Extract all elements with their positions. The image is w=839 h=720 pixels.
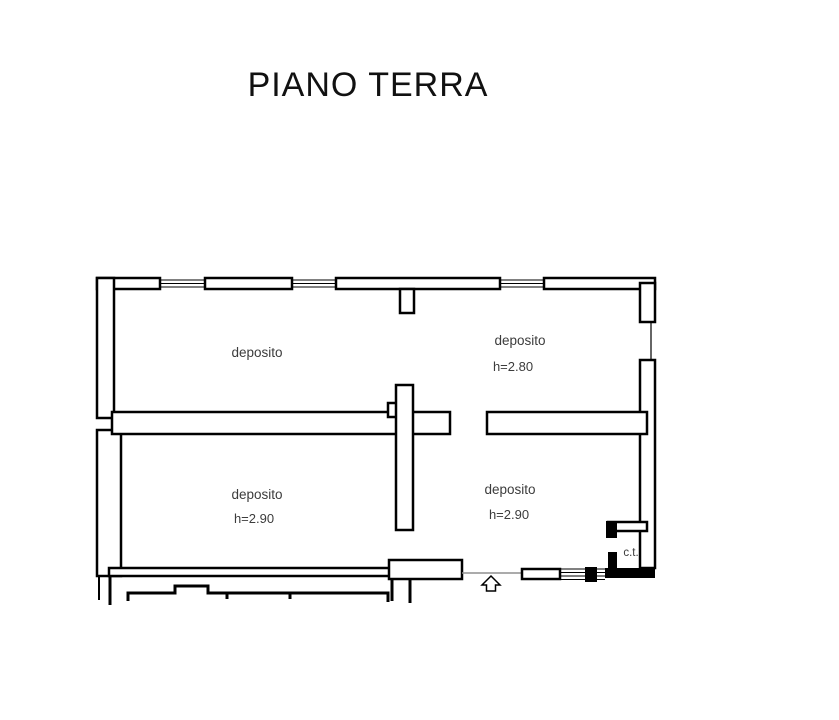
top-wall-segment-b [334, 276, 502, 291]
ct-door-jamb-block [606, 521, 617, 538]
top-wall-segment-a [203, 276, 294, 291]
room-height-upper-right: h=2.80 [493, 359, 533, 374]
room-height-lower-left: h=2.90 [234, 511, 274, 526]
ct-left-wall [608, 552, 617, 570]
door-right-jamb-wall [520, 567, 562, 581]
room-label-deposito-lower-left: deposito [231, 487, 282, 502]
window-mullion-block [585, 567, 597, 582]
ct-room-walls [605, 520, 655, 578]
middle-wall-left [110, 410, 452, 436]
entrance-arrow-icon [480, 574, 502, 592]
door-left-jamb-wall [387, 558, 464, 581]
bottom-walls [107, 558, 605, 603]
exterior-steps-outline [126, 584, 390, 602]
right-wall-upper [638, 281, 657, 324]
left-wall-upper [95, 276, 116, 420]
bottom-wall-lower-left-room [107, 566, 392, 578]
window-icon [292, 279, 336, 288]
room-label-deposito-upper-right: deposito [494, 333, 545, 348]
ct-bottom-wall [605, 568, 655, 578]
page-title: PIANO TERRA [247, 66, 489, 104]
window-icons-top [160, 279, 544, 288]
window-icon [560, 568, 605, 580]
middle-wall-right [485, 410, 649, 436]
window-icon [500, 279, 544, 288]
interior-walls [110, 287, 649, 532]
top-wall-segment-c [542, 276, 657, 291]
room-labels: deposito deposito h=2.80 deposito h=2.90… [231, 333, 638, 559]
room-height-lower-right: h=2.90 [489, 507, 529, 522]
room-label-ct: c.t. [623, 547, 638, 559]
partition-stub-top [398, 287, 416, 315]
exterior-walls [95, 276, 657, 605]
room-label-deposito-upper-left: deposito [231, 345, 282, 360]
left-wall-lower [95, 428, 123, 578]
right-wall-lower [638, 358, 657, 570]
vertical-partition [394, 383, 415, 532]
window-icon [160, 279, 205, 288]
room-label-deposito-lower-right: deposito [484, 482, 535, 497]
